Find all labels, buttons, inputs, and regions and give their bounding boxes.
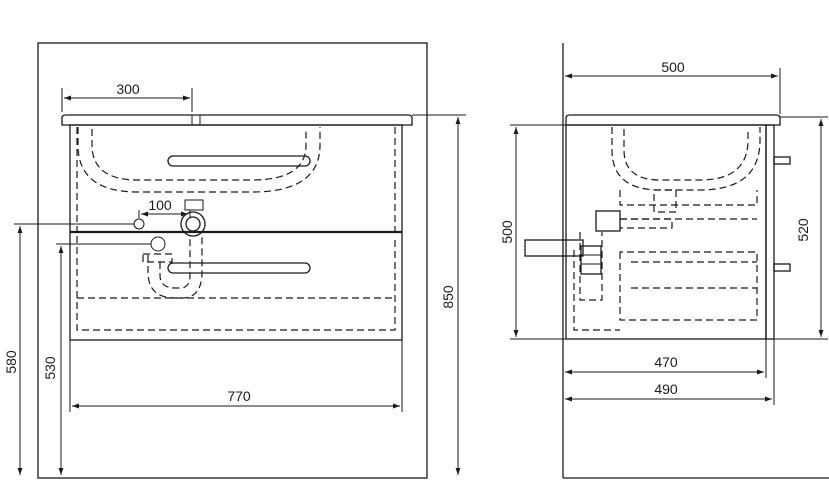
dim-470: 470 — [565, 339, 767, 378]
wall-pipe — [524, 239, 584, 257]
front-siphon — [133, 199, 206, 299]
dim-300: 300 — [61, 81, 193, 112]
front-countertop — [61, 114, 413, 126]
dim-530-label: 530 — [42, 356, 58, 380]
side-cabinet — [565, 124, 767, 340]
dim-580: 580 — [3, 223, 134, 475]
dim-300-label: 300 — [116, 81, 140, 97]
dim-530: 530 — [42, 243, 151, 475]
front-basin-inner — [91, 129, 307, 181]
side-countertop — [565, 114, 781, 126]
dim-850: 850 — [412, 114, 466, 475]
dim-500-vertical-label: 500 — [499, 220, 515, 244]
front-basin-outer — [77, 127, 321, 193]
dim-500-vertical: 500 — [499, 124, 566, 340]
dim-100: 100 — [138, 197, 191, 218]
front-view: 300 100 770 850 580 — [3, 42, 466, 479]
dim-770: 770 — [69, 340, 403, 412]
dim-850-label: 850 — [440, 285, 456, 309]
dim-490-label: 490 — [654, 381, 678, 397]
side-front-panel — [765, 124, 775, 340]
dim-580-label: 580 — [3, 350, 19, 374]
dim-490: 490 — [565, 339, 775, 405]
dim-500-top: 500 — [565, 59, 781, 114]
side-basin — [611, 127, 761, 191]
side-siphon — [579, 189, 677, 301]
dim-520-label: 520 — [795, 218, 811, 242]
dim-520: 520 — [774, 116, 828, 340]
lower-handle — [167, 262, 311, 274]
dim-100-label: 100 — [148, 197, 172, 213]
front-wall — [37, 42, 428, 479]
side-view: 500 500 520 470 490 — [499, 43, 829, 479]
upper-handle — [167, 155, 311, 167]
dim-500-top-label: 500 — [661, 59, 685, 75]
dim-770-label: 770 — [227, 388, 251, 404]
dim-470-label: 470 — [654, 354, 678, 370]
